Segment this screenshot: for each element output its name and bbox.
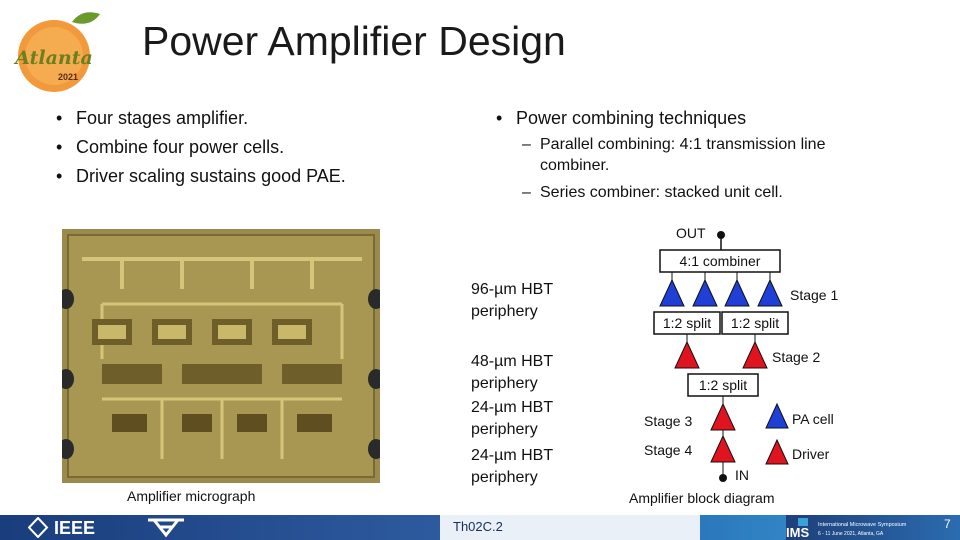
ims-line1: International Microwave Symposium: [818, 522, 907, 528]
ieee-diamond-icon: [28, 517, 49, 538]
stage3-label: Stage 3: [644, 413, 692, 429]
ieee-text: IEEE: [54, 518, 95, 538]
bullet-item: Driver scaling sustains good PAE.: [54, 162, 346, 191]
stage1-label: Stage 1: [790, 287, 838, 303]
sub-bullet-1-line1: Parallel combining: 4:1 transmission lin…: [540, 136, 826, 153]
legend-driver-label: Driver: [792, 446, 830, 462]
periphery-label-96-line2: periphery: [471, 303, 538, 320]
combiner-label: 4:1 combiner: [680, 253, 761, 269]
ims-line2: 6 - 11 June 2021, Atlanta, GA: [818, 531, 884, 537]
amplifier-block-diagram: OUT 4:1 combiner Stage 1 1:2 split 1:2 s…: [644, 225, 838, 483]
stage2-label: Stage 2: [772, 349, 820, 365]
ims-logo: IMS International Microwave Symposium 6 …: [786, 518, 907, 539]
ieee-logo: IEEE: [28, 517, 95, 538]
split-label-1a: 1:2 split: [663, 315, 711, 331]
footer-right-panel: [786, 515, 960, 540]
right-bullet-text: Power combining techniques: [516, 108, 747, 128]
periphery-label-48-line2: periphery: [471, 375, 538, 392]
right-bullet-main: Power combining techniques: [494, 104, 746, 133]
ims-globe-icon: [798, 518, 808, 526]
page-number: 7: [944, 517, 951, 531]
leaf-icon: [72, 12, 100, 24]
sub-bullet-2-line1: Series combiner: stacked unit cell.: [540, 184, 783, 201]
periphery-label-24a-line2: periphery: [471, 421, 538, 438]
periphery-label-96-line1: 96-µm HBT: [471, 281, 554, 298]
logo-year: 2021: [58, 72, 78, 82]
combiner-box: [659, 249, 781, 273]
split-label-1b: 1:2 split: [731, 315, 779, 331]
legend-driver-icon: [765, 438, 789, 465]
periphery-label-24a-line1: 24-µm HBT: [471, 399, 554, 416]
slide-title: Power Amplifier Design: [142, 18, 566, 64]
sub-bullet-1-line2: combiner.: [540, 157, 610, 174]
logo-text: Atlanta: [13, 47, 93, 69]
block-diagram-caption: Amplifier block diagram: [629, 490, 775, 506]
mtt-logo-icon: [148, 518, 184, 538]
out-label: OUT: [676, 225, 706, 241]
ims-text: IMS: [786, 525, 809, 539]
bullet-item: Four stages amplifier.: [54, 104, 346, 133]
periphery-label-24b: 24-µm HBT periphery: [471, 445, 553, 489]
sub-bullet-1: – Parallel combining: 4:1 transmission l…: [522, 136, 826, 174]
periphery-label-24a: 24-µm HBT periphery: [471, 397, 553, 441]
amplifier-micrograph-image: [62, 229, 380, 483]
split-label-2: 1:2 split: [699, 377, 747, 393]
periphery-label-24b-line2: periphery: [471, 469, 538, 486]
in-label: IN: [735, 467, 749, 483]
micrograph-caption: Amplifier micrograph: [127, 488, 256, 504]
footer-session-code: Th02C.2: [453, 519, 503, 534]
periphery-label-24b-line1: 24-µm HBT: [471, 447, 554, 464]
atlanta-2021-logo: Atlanta 2021: [13, 12, 100, 92]
bullet-item: Combine four power cells.: [54, 133, 346, 162]
stage4-label: Stage 4: [644, 442, 692, 458]
periphery-label-48: 48-µm HBT periphery: [471, 351, 553, 395]
left-bullet-list: Four stages amplifier. Combine four powe…: [54, 104, 346, 191]
legend-pa-label: PA cell: [792, 411, 834, 427]
legend-pa-icon: [765, 402, 789, 429]
sub-bullet-2: – Series combiner: stacked unit cell.: [522, 184, 783, 201]
periphery-label-96: 96-µm HBT periphery: [471, 279, 553, 323]
footer-middle-panel: [440, 515, 700, 540]
periphery-label-48-line1: 48-µm HBT: [471, 353, 554, 370]
